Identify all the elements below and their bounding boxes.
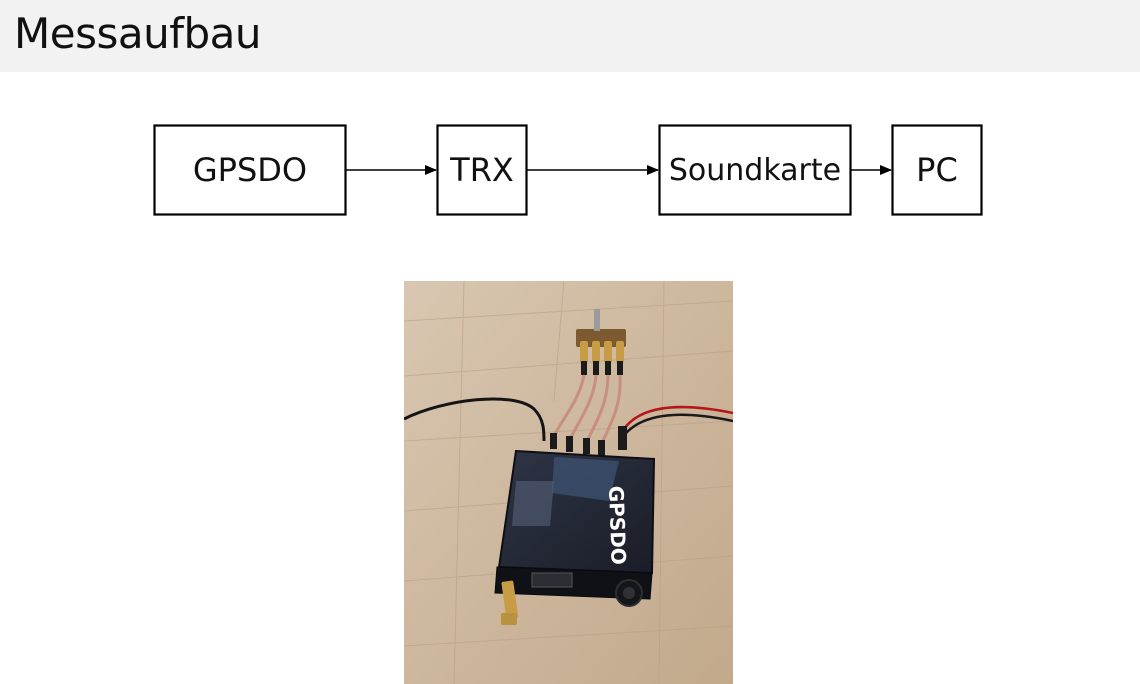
box-label-soundkarte: Soundkarte (668, 152, 842, 188)
box-label-gpsdo: GPSDO (192, 151, 308, 189)
device-photo-illustration: GPSDO (404, 281, 733, 684)
block-diagram (153, 124, 983, 216)
box-label-trx: TRX (450, 151, 514, 189)
box-soundkarte (658, 124, 852, 216)
box-gpsdo (153, 124, 347, 216)
title-bar: Messaufbau (0, 0, 1140, 72)
slide-title: Messaufbau (14, 9, 262, 58)
box-label-pc: PC (916, 151, 958, 189)
device-label: GPSDO (604, 485, 631, 565)
box-pc (891, 124, 983, 216)
box-trx (436, 124, 528, 216)
device-photo: GPSDO (404, 281, 733, 684)
